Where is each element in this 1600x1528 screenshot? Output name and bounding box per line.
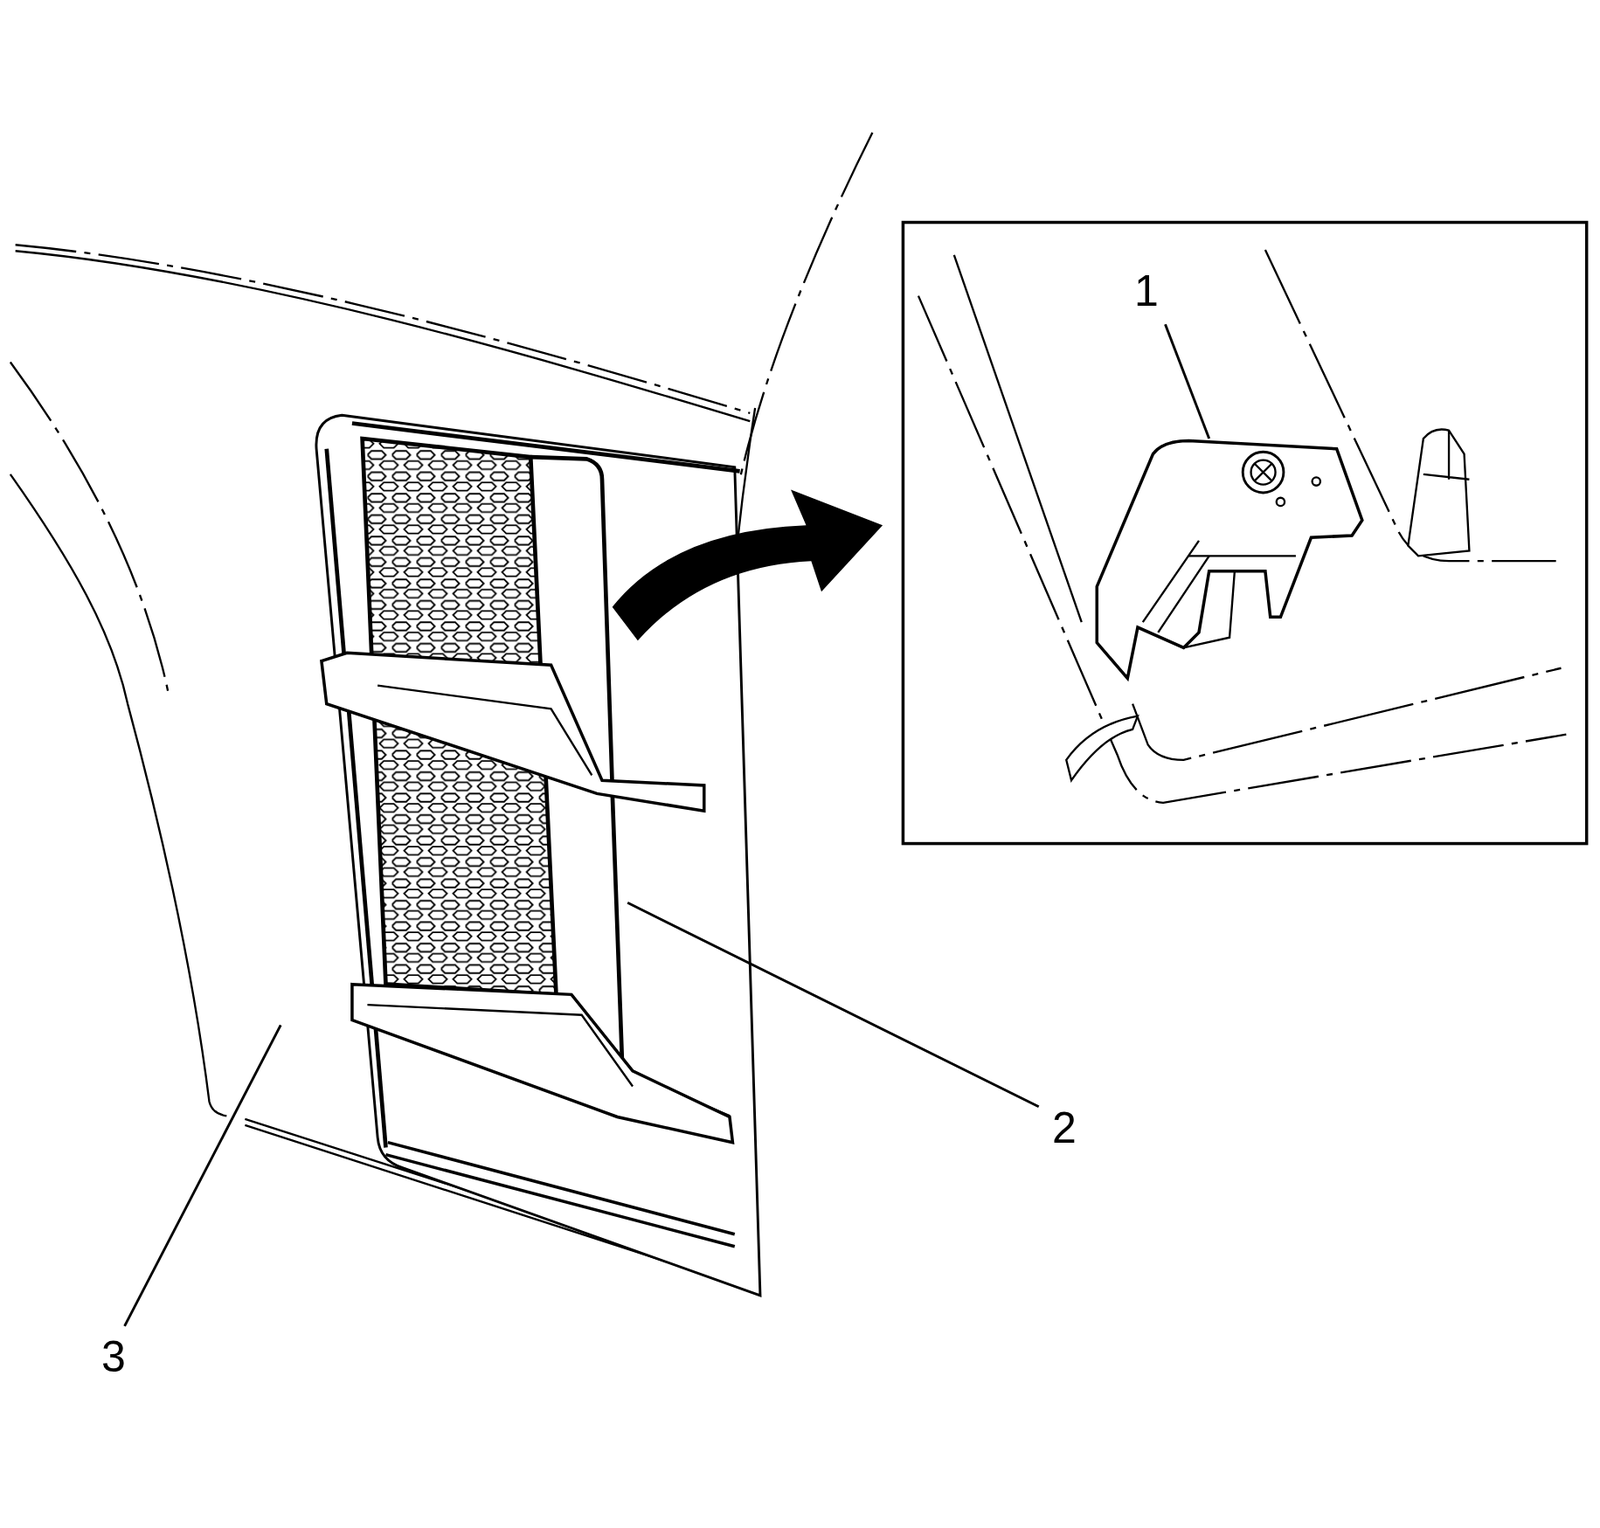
callout-number: 1 — [1130, 267, 1163, 315]
detail-frame — [902, 222, 1587, 845]
leader-lines — [124, 324, 1210, 1327]
fender-outline — [10, 132, 873, 1296]
callout-number: 2 — [1048, 1104, 1081, 1152]
view-arrow — [612, 489, 883, 641]
vent-assembly — [316, 415, 761, 1296]
detail-view — [918, 249, 1566, 804]
callout-number: 3 — [97, 1333, 130, 1381]
